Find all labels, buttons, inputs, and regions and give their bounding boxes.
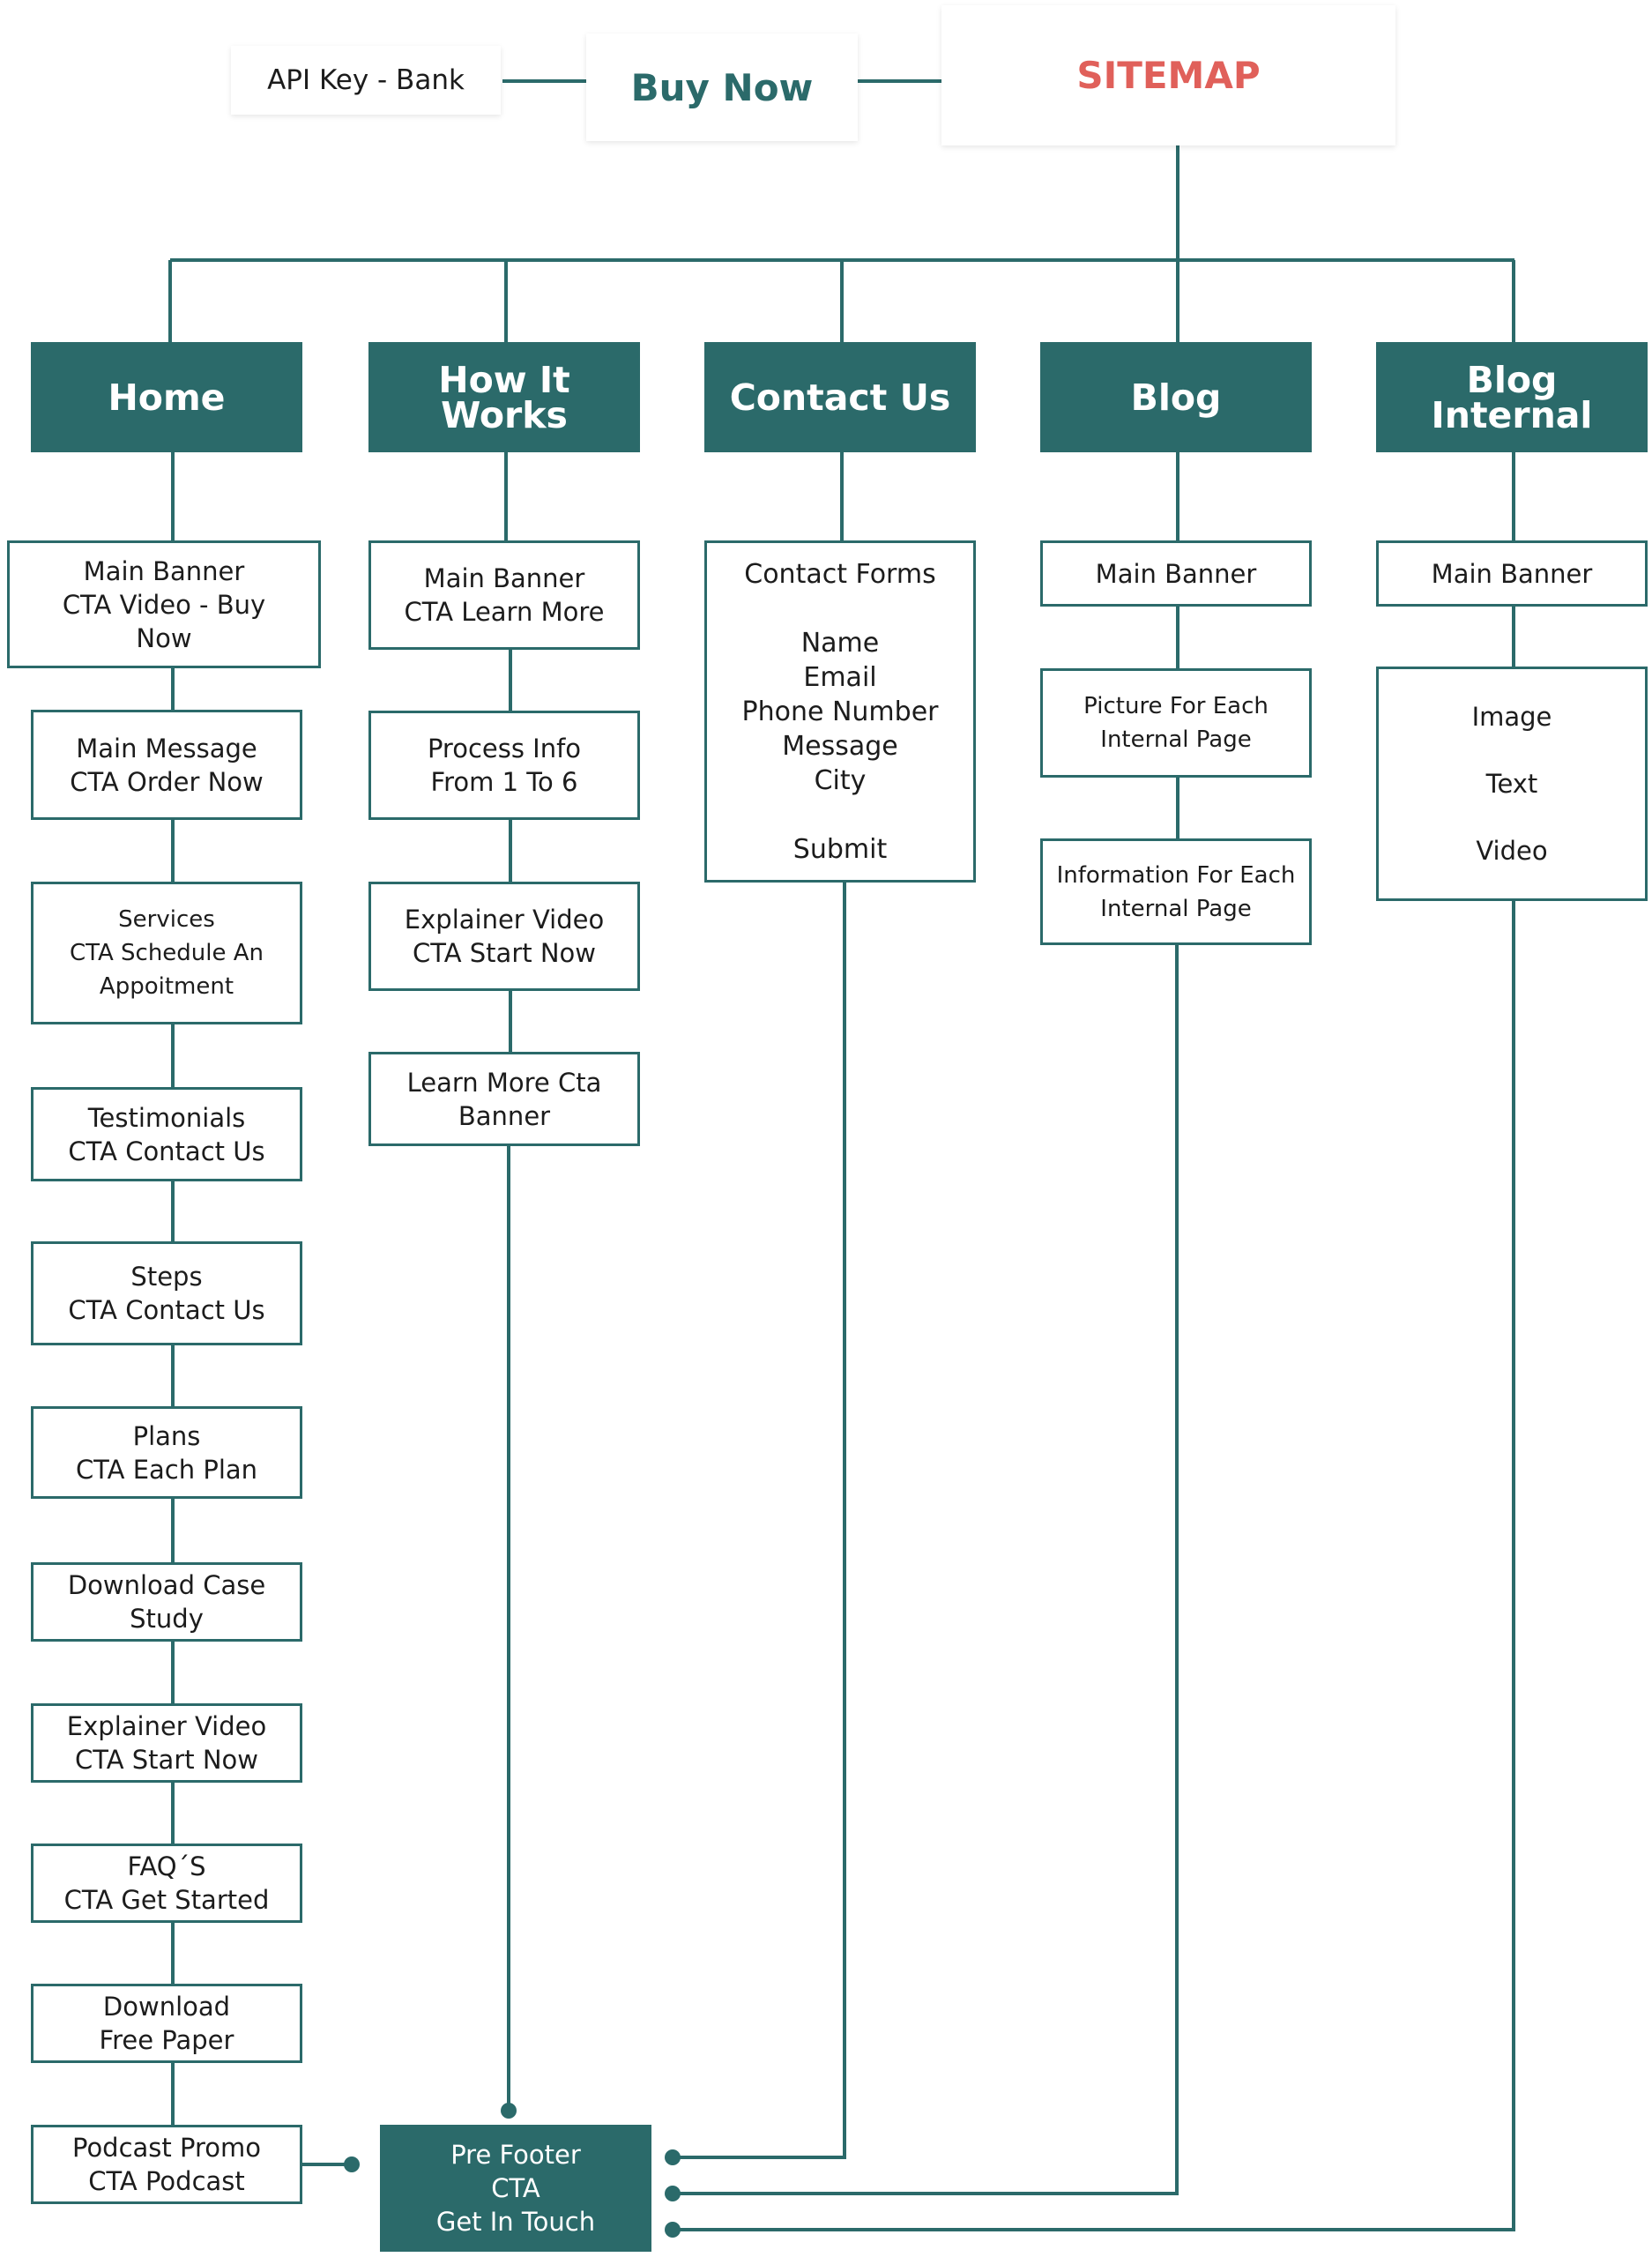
nav-how-it-works[interactable]: How It Works <box>368 342 640 452</box>
how-section-main-banner: Main Banner CTA Learn More <box>368 540 640 650</box>
nav-how-it-works-label: How It Works <box>438 358 570 436</box>
sitemap-box: SITEMAP <box>941 5 1395 145</box>
section-label: Contact Forms Name Email Phone Number Me… <box>741 558 939 865</box>
buy-now-label: Buy Now <box>630 65 814 109</box>
contact-section-forms: Contact Forms Name Email Phone Number Me… <box>704 540 976 883</box>
section-label: Steps CTA Contact Us <box>68 1262 265 1325</box>
nav-blog-internal[interactable]: Blog Internal <box>1376 342 1648 452</box>
buy-now-box[interactable]: Buy Now <box>586 34 858 141</box>
nav-contact-us[interactable]: Contact Us <box>704 342 976 452</box>
home-section-steps: Steps CTA Contact Us <box>31 1241 302 1345</box>
section-label: Main Banner CTA Learn More <box>404 563 605 627</box>
blog-section-information: Information For Each Internal Page <box>1040 838 1312 945</box>
nav-blog-label: Blog <box>1130 376 1222 419</box>
api-key-label: API Key - Bank <box>267 64 465 96</box>
home-section-podcast-promo: Podcast Promo CTA Podcast <box>31 2125 302 2204</box>
api-key-box: API Key - Bank <box>231 46 501 115</box>
pre-footer-label: Pre Footer CTA Get In Touch <box>435 2140 596 2237</box>
nav-home-label: Home <box>108 376 226 419</box>
home-section-services: Services CTA Schedule An Appoitment <box>31 882 302 1024</box>
section-label: Explainer Video CTA Start Now <box>66 1711 267 1775</box>
home-section-faqs: FAQ´S CTA Get Started <box>31 1844 302 1923</box>
section-label: Testimonials CTA Contact Us <box>68 1102 265 1166</box>
how-section-process-info: Process Info From 1 To 6 <box>368 711 640 820</box>
how-section-explainer-video: Explainer Video CTA Start Now <box>368 882 640 991</box>
connector-dot <box>665 2149 681 2165</box>
section-label: Download Case Study <box>67 1570 266 1634</box>
sitemap-title: SITEMAP <box>1076 54 1261 97</box>
section-label: Explainer Video CTA Start Now <box>404 905 605 968</box>
section-label: Main Message CTA Order Now <box>70 733 264 797</box>
home-section-testimonials: Testimonials CTA Contact Us <box>31 1087 302 1181</box>
section-label: Podcast Promo CTA Podcast <box>71 2133 262 2196</box>
section-label: Plans CTA Each Plan <box>75 1420 258 1485</box>
connector-blog-prefooter <box>673 943 1179 2195</box>
section-label: Picture For Each Internal Page <box>1083 693 1269 753</box>
connector-dot <box>501 2103 517 2119</box>
connector-bloginternal-prefooter <box>673 899 1515 2231</box>
section-label: Main Banner <box>1095 558 1257 589</box>
section-label: Main Banner <box>1431 558 1593 589</box>
nav-contact-us-label: Contact Us <box>729 376 951 419</box>
connector-dot <box>665 2186 681 2201</box>
home-section-download-case-study: Download Case Study <box>31 1562 302 1642</box>
section-label: Services CTA Schedule An Appoitment <box>69 906 264 1000</box>
blog-section-picture: Picture For Each Internal Page <box>1040 668 1312 778</box>
section-label: Image Text Video <box>1471 702 1552 866</box>
how-section-learn-more-banner: Learn More Cta Banner <box>368 1052 640 1146</box>
nav-blog[interactable]: Blog <box>1040 342 1312 452</box>
connector-dot <box>665 2222 681 2238</box>
home-section-plans: Plans CTA Each Plan <box>31 1406 302 1499</box>
blog-section-main-banner: Main Banner <box>1040 540 1312 607</box>
nav-home[interactable]: Home <box>31 342 302 452</box>
section-label: Process Info From 1 To 6 <box>427 734 582 797</box>
pre-footer-box[interactable]: Pre Footer CTA Get In Touch <box>380 2125 651 2252</box>
home-section-explainer-video: Explainer Video CTA Start Now <box>31 1703 302 1783</box>
section-label: Main Banner CTA Video - Buy Now <box>62 555 266 653</box>
connector-contact-prefooter <box>673 882 846 2159</box>
section-label: Information For Each Internal Page <box>1056 861 1296 922</box>
section-label: Download Free Paper <box>99 1992 234 2055</box>
connector-dot <box>344 2156 360 2172</box>
home-section-main-banner: Main Banner CTA Video - Buy Now <box>7 540 321 668</box>
home-section-main-message: Main Message CTA Order Now <box>31 710 302 820</box>
section-label: Learn More Cta Banner <box>406 1067 602 1131</box>
home-section-download-free-paper: Download Free Paper <box>31 1984 302 2063</box>
section-label: FAQ´S CTA Get Started <box>63 1851 270 1915</box>
bloginternal-section-media: Image Text Video <box>1376 667 1648 901</box>
nav-blog-internal-label: Blog Internal <box>1431 358 1593 436</box>
bloginternal-section-main-banner: Main Banner <box>1376 540 1648 607</box>
